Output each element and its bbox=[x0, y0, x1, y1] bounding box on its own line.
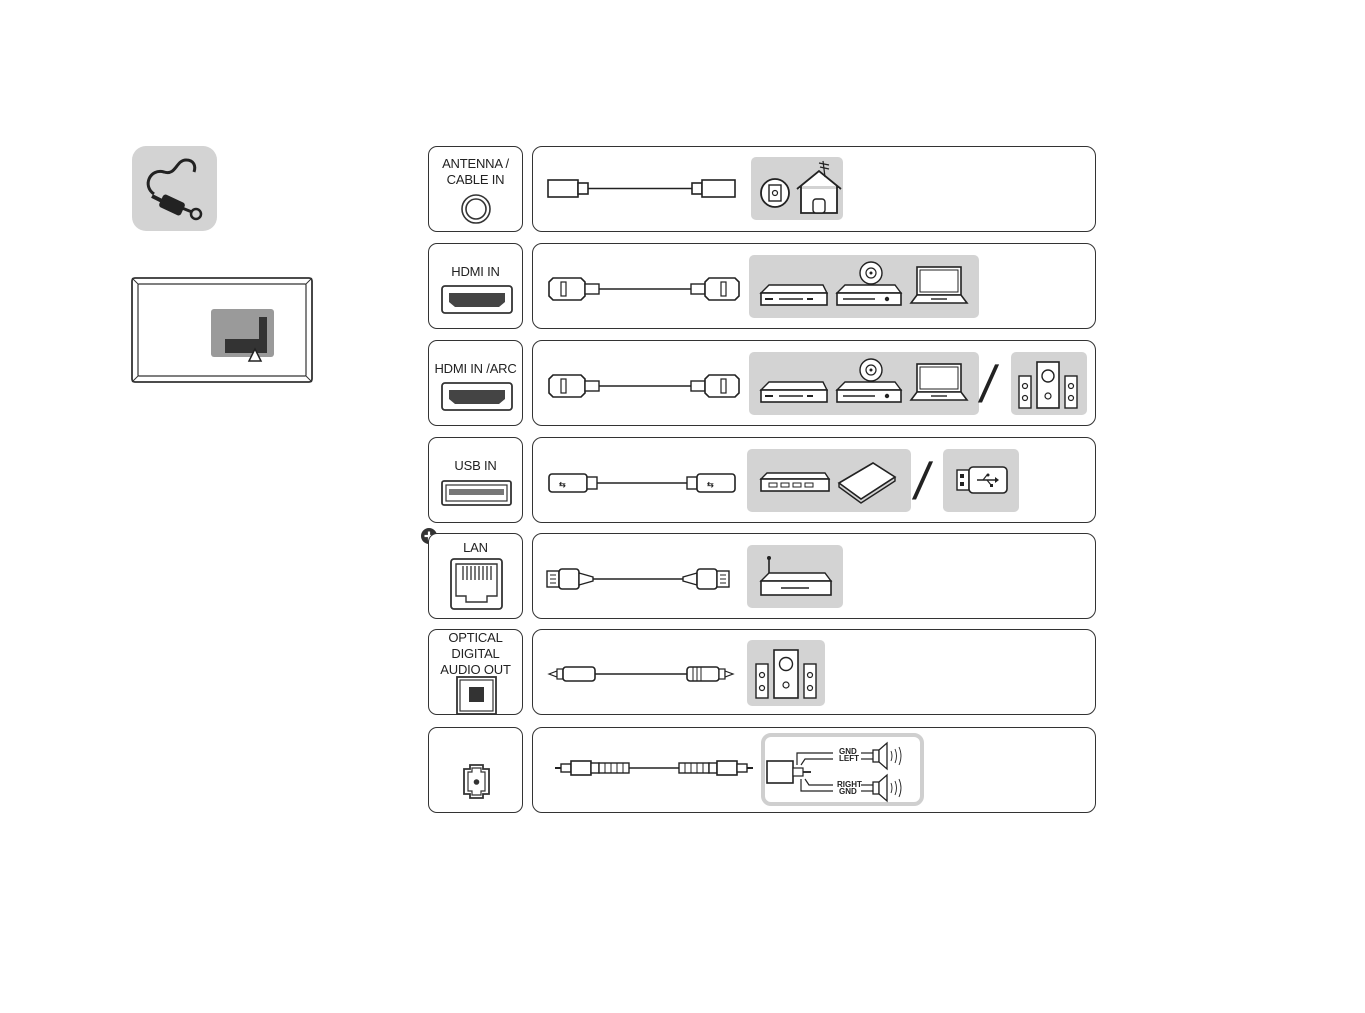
optical-port-icon bbox=[429, 675, 524, 715]
audio-out-jack-port-box bbox=[428, 727, 523, 813]
optical-port-label: OPTICAL DIGITAL AUDIO OUT bbox=[429, 630, 522, 678]
dvd-player-icon bbox=[835, 261, 905, 311]
laptop-icon bbox=[909, 265, 969, 309]
usb-flash-drive-tile bbox=[943, 449, 1019, 512]
hdmi-arc-port-box: HDMI IN /ARC bbox=[428, 340, 523, 426]
wall-outlet-antenna-house-icon bbox=[751, 157, 843, 220]
audio-jack-connection-row: GND LEFT RIGHT GND bbox=[532, 727, 1096, 813]
hdmi-devices-tile bbox=[749, 255, 979, 318]
set-top-box-icon bbox=[759, 273, 829, 313]
hdmi-connection-row bbox=[532, 243, 1096, 329]
set-top-box-icon bbox=[759, 370, 829, 410]
speaker-system-icon bbox=[747, 640, 825, 706]
stereo-mini-jack-cable-icon bbox=[553, 750, 763, 790]
antenna-house-tile bbox=[751, 157, 843, 220]
audio-jack-port-icon bbox=[429, 728, 524, 814]
hdmi-arc-devices-tile bbox=[749, 352, 979, 415]
svg-text:⇆: ⇆ bbox=[707, 480, 714, 489]
router-tile bbox=[747, 545, 843, 608]
speaker-system-icon bbox=[1011, 352, 1087, 415]
usb-port-label: USB IN bbox=[429, 458, 522, 474]
bottom-gnd-label: GND bbox=[839, 787, 857, 796]
cable-plug-icon bbox=[132, 146, 217, 231]
lan-port-box: LAN bbox=[428, 533, 523, 619]
optical-cable-icon bbox=[547, 656, 747, 696]
tv-rear-panel-diagram bbox=[131, 277, 313, 383]
optical-sound-system-tile bbox=[747, 640, 825, 706]
antenna-connection-row bbox=[532, 146, 1096, 232]
optical-connection-row bbox=[532, 629, 1096, 715]
ethernet-cable-icon bbox=[547, 561, 747, 601]
or-separator: / bbox=[910, 452, 935, 512]
antenna-cable-in-port-box: ANTENNA / CABLE IN bbox=[428, 146, 523, 232]
svg-text:⇆: ⇆ bbox=[559, 480, 566, 489]
hdmi-arc-cable-icon bbox=[551, 369, 751, 409]
optical-audio-port-box: OPTICAL DIGITAL AUDIO OUT bbox=[428, 629, 523, 715]
sound-system-tile bbox=[1011, 352, 1087, 415]
usb-storage-tile bbox=[747, 449, 911, 512]
router-icon bbox=[747, 545, 843, 608]
dvd-player-icon bbox=[835, 358, 905, 408]
usb-in-port-box: USB IN bbox=[428, 437, 523, 523]
usb-hub-icon bbox=[759, 469, 831, 499]
hdmi-arc-port-icon bbox=[429, 381, 524, 421]
usb-cable-icon: ⇆ ⇆ bbox=[549, 465, 749, 505]
hdmi-port-label: HDMI IN bbox=[429, 264, 522, 280]
hdmi-in-port-box: HDMI IN bbox=[428, 243, 523, 329]
lan-connection-row bbox=[532, 533, 1096, 619]
usb-port-icon bbox=[429, 478, 524, 518]
cable-connection-icon-tile bbox=[132, 146, 217, 231]
hdmi-arc-connection-row: / bbox=[532, 340, 1096, 426]
hdmi-port-icon bbox=[429, 284, 524, 324]
or-separator: / bbox=[976, 355, 1001, 415]
usb-connection-row: ⇆ ⇆ / bbox=[532, 437, 1096, 523]
usb-flash-drive-icon bbox=[943, 449, 1019, 512]
lan-port-label: LAN bbox=[429, 540, 522, 556]
hdmi-cable-icon bbox=[551, 272, 751, 312]
coaxial-jack-icon bbox=[429, 191, 524, 231]
antenna-port-label: ANTENNA / CABLE IN bbox=[429, 156, 522, 188]
laptop-icon bbox=[909, 362, 969, 406]
left-label: LEFT bbox=[839, 754, 859, 763]
hdmi-arc-port-label: HDMI IN /ARC bbox=[429, 361, 522, 377]
ethernet-port-icon bbox=[429, 556, 524, 616]
speaker-wiring-diagram: GND LEFT RIGHT GND bbox=[761, 733, 924, 806]
coaxial-cable-icon bbox=[547, 171, 747, 211]
external-hard-drive-icon bbox=[835, 459, 899, 503]
